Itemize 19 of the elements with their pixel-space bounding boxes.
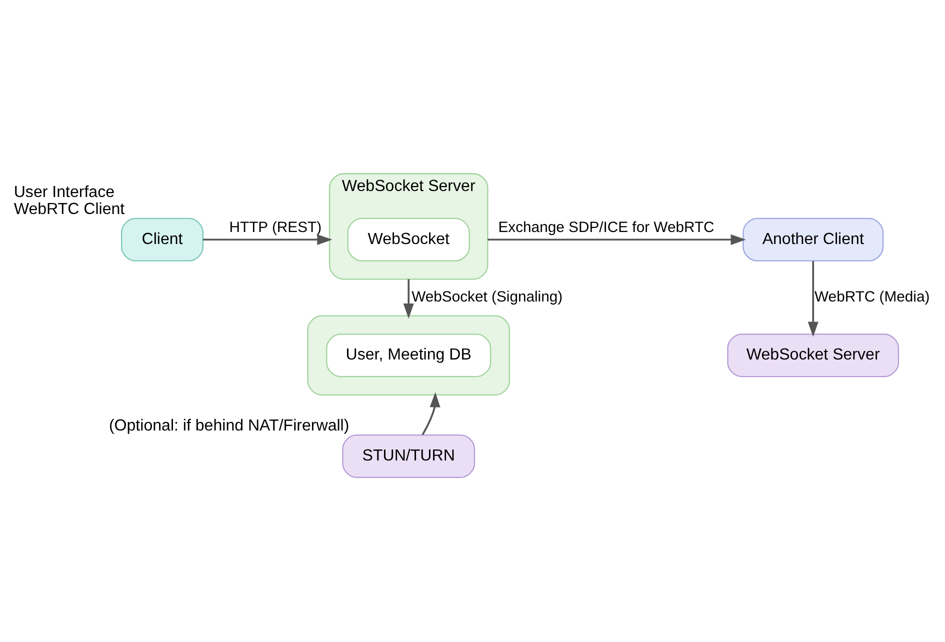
edge-label: Exchange SDP/ICE for WebRTC	[498, 220, 714, 236]
node-box: STUN/TURN	[342, 434, 476, 478]
node-box: Client	[121, 218, 204, 262]
node-box: Another Client	[742, 218, 884, 262]
arrow	[422, 392, 440, 436]
arrow	[488, 234, 746, 245]
arrow	[202, 234, 332, 245]
edge-label: WebRTC (Media)	[814, 289, 930, 306]
arrow	[403, 279, 414, 319]
node-label: (Optional: if behind NAT/Firerwall)	[108, 416, 350, 435]
node-label: User Interface	[14, 182, 115, 201]
node-label: WebRTC Client	[14, 200, 125, 218]
cluster	[307, 315, 510, 396]
node-box: WebSocket	[347, 218, 470, 262]
edge-label: HTTP (REST)	[229, 220, 322, 236]
edge-label: WebSocket (Signaling)	[412, 289, 563, 306]
arrow	[808, 261, 818, 337]
node-box: WebSocket Server	[727, 334, 900, 378]
node-box: User, Meeting DB	[326, 334, 492, 378]
